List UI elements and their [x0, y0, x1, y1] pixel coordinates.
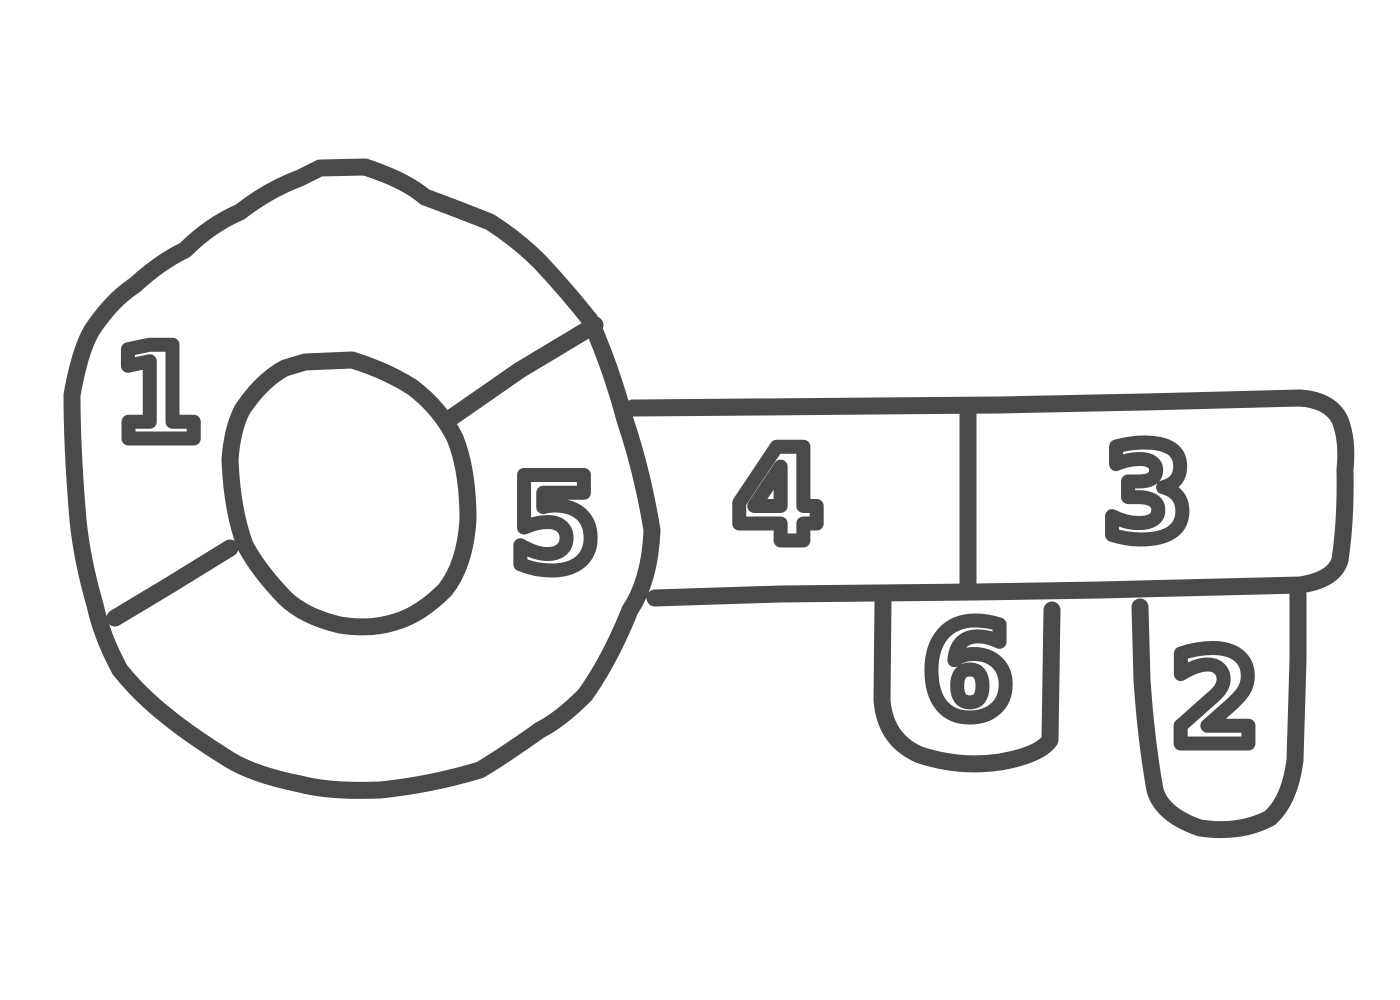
ring-divider-upper — [439, 316, 604, 429]
region-label-shaft-right: 3 — [1103, 420, 1192, 569]
region-label-shaft-left: 4 — [733, 423, 822, 572]
region-label-ring-right: 5 — [510, 451, 599, 600]
key-bow-inner-hole-outline — [221, 351, 477, 636]
region-label-ring-upper-left: 1 — [113, 321, 202, 470]
region-label-tooth-left: 6 — [923, 598, 1012, 747]
key-tooth-right-outline — [1131, 586, 1307, 839]
ring-divider-lower — [106, 539, 239, 627]
key-tooth-left-outline — [873, 591, 1061, 773]
key-shaft-outline — [624, 389, 1355, 607]
region-label-tooth-right: 2 — [1170, 626, 1259, 775]
